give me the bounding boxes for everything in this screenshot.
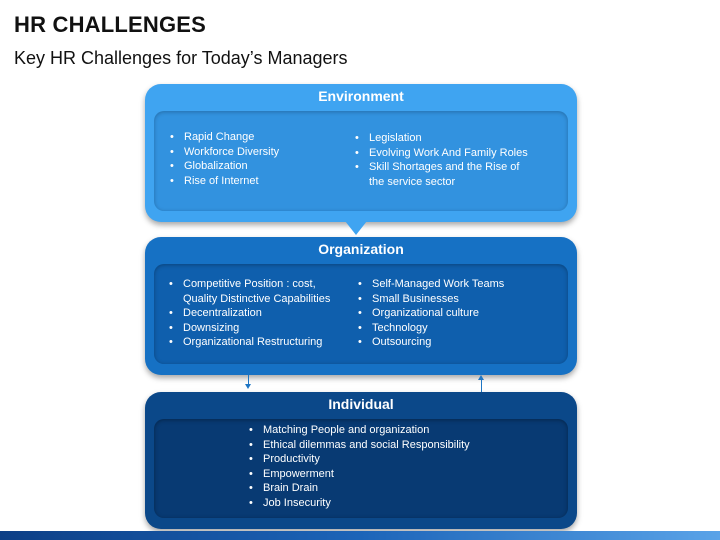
organization-box: Organization Competitive Position : cost…: [145, 237, 577, 375]
organization-title: Organization: [318, 241, 404, 257]
down-arrow-line: [248, 375, 249, 385]
organization-right-list: Self-Managed Work Teams Small Businesses…: [356, 277, 556, 350]
environment-right-list: Legislation Evolving Work And Family Rol…: [353, 131, 553, 189]
individual-title: Individual: [328, 396, 394, 412]
organization-panel: Competitive Position : cost, Quality Dis…: [154, 264, 568, 364]
list-item: Downsizing: [167, 321, 349, 336]
environment-left-list: Rapid Change Workforce Diversity Globali…: [168, 130, 338, 188]
individual-box: Individual Matching People and organizat…: [145, 392, 577, 529]
list-item: Matching People and organization: [247, 423, 547, 438]
environment-callout-pointer: [345, 221, 367, 235]
list-item: Decentralization: [167, 306, 349, 321]
list-item: Workforce Diversity: [168, 145, 338, 160]
environment-title: Environment: [318, 88, 404, 104]
page-subtitle: Key HR Challenges for Today’s Managers: [14, 48, 348, 68]
down-arrow-head: [245, 384, 251, 389]
list-item: Evolving Work And Family Roles: [353, 146, 553, 161]
individual-panel: Matching People and organization Ethical…: [154, 419, 568, 518]
individual-list: Matching People and organization Ethical…: [247, 423, 547, 511]
list-item: Legislation: [353, 131, 553, 146]
list-item: Small Businesses: [356, 292, 556, 307]
list-item: Productivity: [247, 452, 547, 467]
list-item: Rapid Change: [168, 130, 338, 145]
environment-box: Environment Rapid Change Workforce Diver…: [145, 84, 577, 222]
list-item: Technology: [356, 321, 556, 336]
up-arrow-head: [478, 375, 484, 380]
footer-bar: [0, 531, 720, 540]
list-item: Empowerment: [247, 467, 547, 482]
list-item: Ethical dilemmas and social Responsibili…: [247, 438, 547, 453]
list-item: Outsourcing: [356, 335, 556, 350]
list-item: Organizational culture: [356, 306, 556, 321]
list-item: Rise of Internet: [168, 174, 338, 189]
list-item: Job Insecurity: [247, 496, 547, 511]
list-item: Brain Drain: [247, 481, 547, 496]
page-title: HR CHALLENGES: [14, 12, 207, 37]
up-arrow-line: [481, 380, 482, 392]
environment-panel: Rapid Change Workforce Diversity Globali…: [154, 111, 568, 211]
organization-left-list: Competitive Position : cost, Quality Dis…: [167, 277, 349, 350]
list-item: Skill Shortages and the Rise of the serv…: [353, 160, 528, 189]
list-item: Organizational Restructuring: [167, 335, 349, 350]
list-item: Competitive Position : cost, Quality Dis…: [167, 277, 349, 306]
list-item: Globalization: [168, 159, 338, 174]
list-item: Self-Managed Work Teams: [356, 277, 556, 292]
